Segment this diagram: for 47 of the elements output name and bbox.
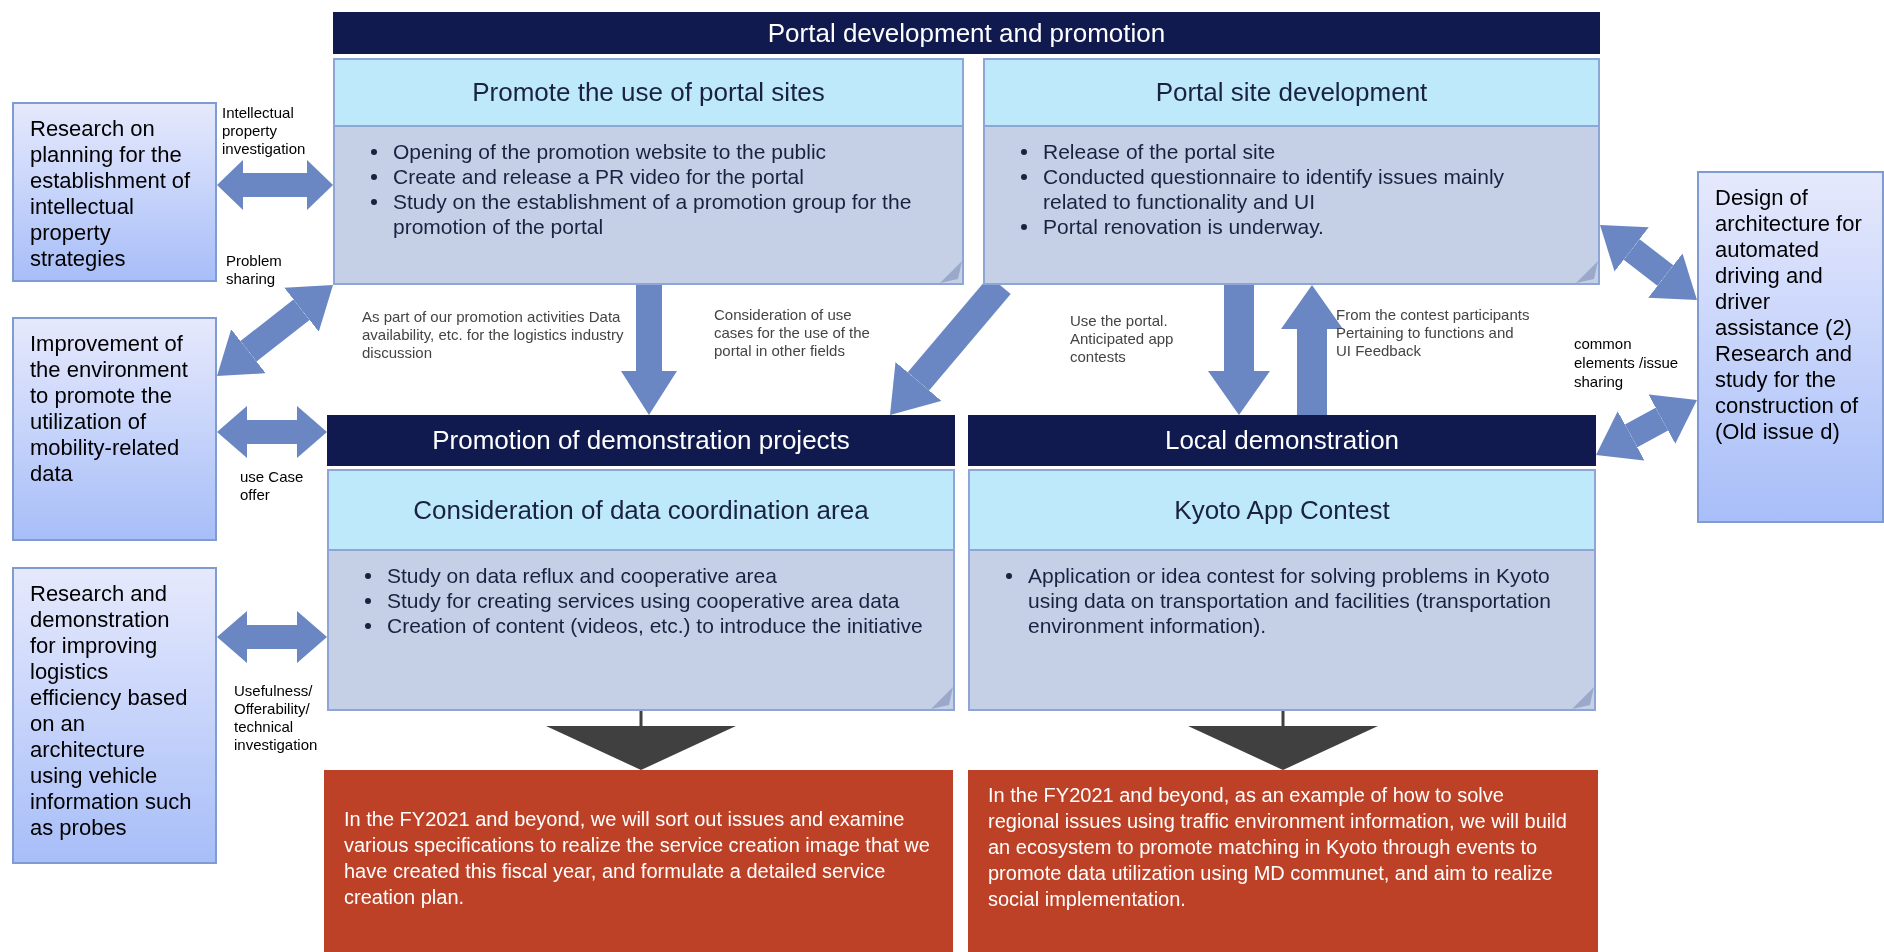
block-arrow [217,405,327,458]
panel-heading: Kyoto App Contest [970,471,1594,551]
edge-label: Problem sharing [226,252,283,288]
bullet-text: Application or idea contest for solving problems in Kyoto using data on transportation and facilities (transportation environment information). [1028,563,1552,638]
panel-heading: Promote the use of portal sites [335,60,962,127]
block-arrow [621,285,677,415]
topic-box: Research on planning for the establishment of intellectual property strategies [12,102,217,282]
bullet-text: Creation of content (videos, etc.) to introduce the initiative [387,613,923,638]
block-arrow [1596,394,1697,461]
panel-heading: Portal site development [985,60,1598,127]
topic-box: Research and demonstration for improving logistics efficiency based on an architecture using vehicle information such as probes [12,567,217,864]
bullet-text: Study for creating services using cooperative area data [387,588,900,613]
panel-heading: Consideration of data coordination area [329,471,953,551]
bullet-text: Study on data reflux and cooperative area [387,563,777,588]
block-arrow [217,611,327,664]
edge-label: Consideration of use cases for the use of the portal in other fields [714,306,871,360]
section-header: Promotion of demonstration projects [327,415,955,466]
block-arrow [1208,285,1270,415]
block-arrow [1281,285,1343,415]
info-panel [968,469,1596,711]
section-banner: Portal development and promotion [333,12,1600,54]
info-panel [333,58,964,285]
outcome-box: In the FY2021 and beyond, we will sort out issues and examine various specifications to realize the service creation image that we have created this fiscal year, and formulate a detailed service creation plan. [324,770,953,952]
edge-label: As part of our promotion activities Data availability, etc. for the logistics industry discussion [362,308,625,362]
bullet-text: Portal renovation is underway. [1043,214,1324,239]
topic-box: Improvement of the environment to promote the utilization of mobility-related data [12,317,217,541]
bullet-text: Release of the portal site [1043,139,1276,164]
info-panel [327,469,955,711]
edge-label: Use the portal. Anticipated app contests [1070,312,1175,366]
edge-label: Usefulness/ Offerability/ technical investigation [234,682,319,754]
bullet-text: Opening of the promotion website to the public [393,139,827,164]
topic-box: Design of architecture for automated driving and driver assistance (2) Research and study for the construction of (Old issue d) [1697,171,1884,523]
block-arrow [1600,225,1697,300]
bullet-text: Conducted questionnaire to identify issues mainly related to functionality and UI [1043,164,1506,214]
block-arrow [217,285,333,376]
bullet-text: Create and release a PR video for the portal [393,164,804,189]
bullet-text: Study on the establishment of a promotion group for the promotion of the portal [393,189,913,239]
edge-label: Intellectual property investigation [222,104,307,158]
info-panel [983,58,1600,285]
chevron-arrow [1188,711,1378,770]
outcome-box: In the FY2021 and beyond, as an example of how to solve regional issues using traffic environment information, we will build an ecosystem to promote matching in Kyoto through events to promote data utilization using MD communet, and aim to realize social implementation. [968,770,1598,952]
block-arrow [217,159,333,210]
note-label: common elements /issue sharing [1574,334,1680,391]
chevron-arrow [546,711,736,770]
section-header: Local demonstration [968,415,1596,466]
edge-label: use Case offer [240,468,305,504]
edge-label: From the contest participants Pertaining to functions and UI Feedback [1336,306,1531,360]
